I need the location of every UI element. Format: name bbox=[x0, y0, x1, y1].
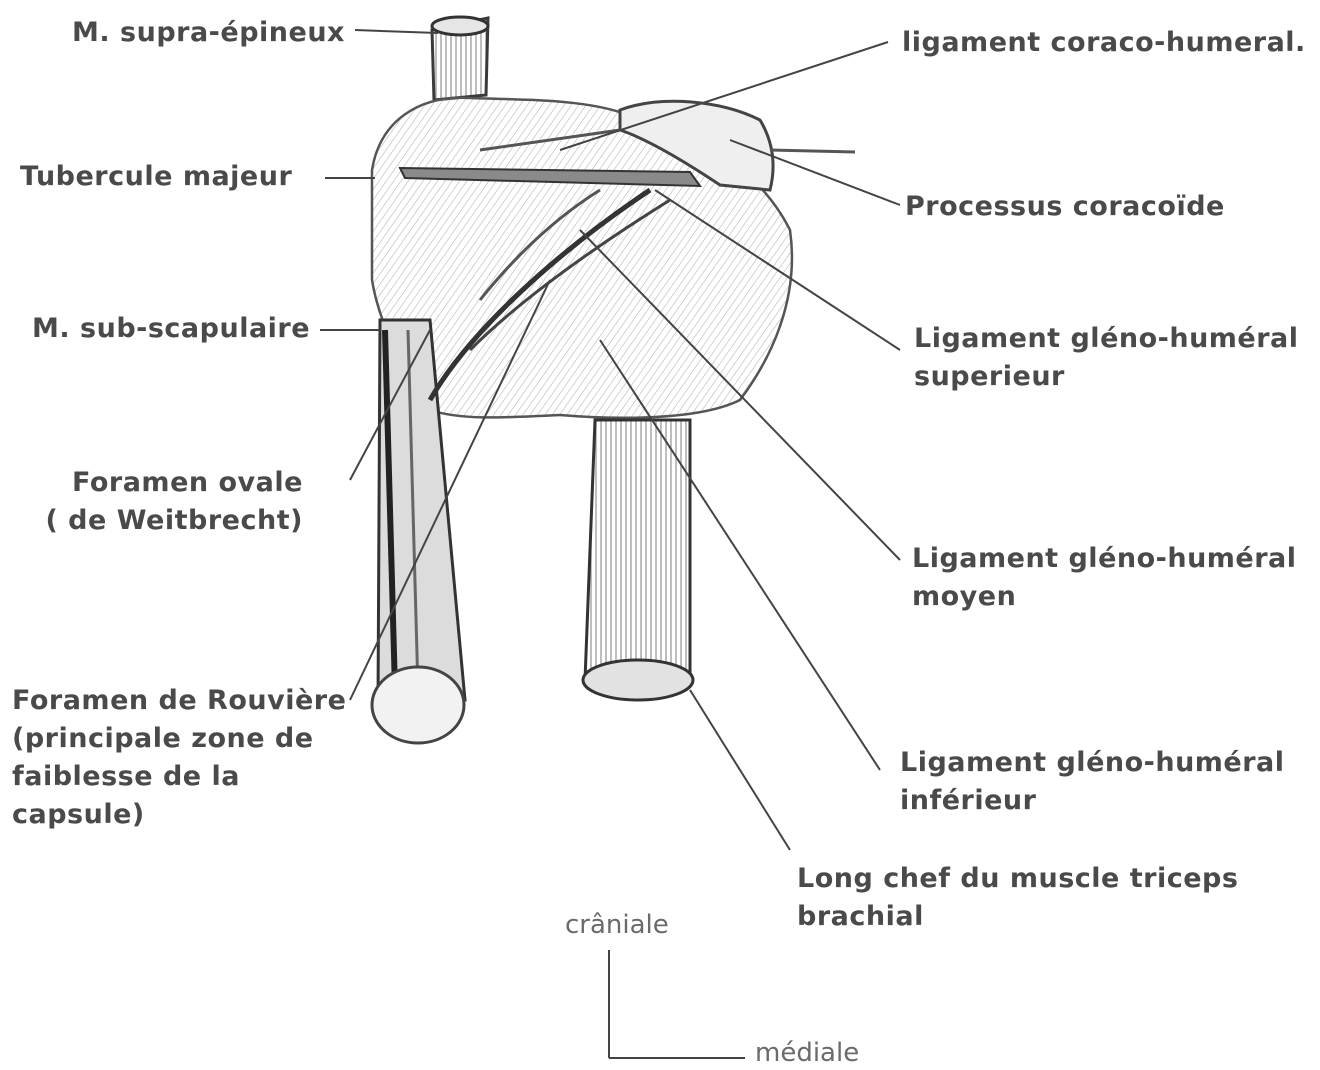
label-text: M. sub-scapulaire bbox=[32, 310, 310, 348]
label-text: ( de Weitbrecht) bbox=[40, 502, 303, 540]
label-text: Long chef du muscle triceps bbox=[797, 860, 1238, 898]
label-text: faiblesse de la bbox=[12, 758, 346, 796]
supraspinatus-tendon bbox=[432, 17, 488, 100]
label-text: Foramen ovale bbox=[40, 464, 303, 502]
label-text: Ligament gléno-huméral bbox=[914, 320, 1299, 358]
label-supra-epineux: M. supra-épineux bbox=[72, 14, 345, 52]
label-glh-inferieur: Ligament gléno-huméral inférieur bbox=[900, 744, 1285, 820]
label-text: ligament coraco-humeral. bbox=[902, 24, 1306, 62]
label-text: (principale zone de bbox=[12, 720, 346, 758]
label-text: M. supra-épineux bbox=[72, 14, 345, 52]
orientation-cranial-label: crâniale bbox=[565, 910, 669, 940]
label-text: capsule) bbox=[12, 796, 346, 834]
label-glh-moyen: Ligament gléno-huméral moyen bbox=[912, 540, 1297, 616]
label-text: Tubercule majeur bbox=[20, 158, 292, 196]
label-text: brachial bbox=[797, 898, 1238, 936]
label-sub-scapulaire: M. sub-scapulaire bbox=[32, 310, 310, 348]
label-coraco-humeral: ligament coraco-humeral. bbox=[902, 24, 1306, 62]
triceps-long-head bbox=[583, 420, 693, 700]
label-text: moyen bbox=[912, 578, 1297, 616]
label-text: Ligament gléno-huméral bbox=[900, 744, 1285, 782]
label-text: Ligament gléno-huméral bbox=[912, 540, 1297, 578]
label-text: Processus coracoïde bbox=[905, 188, 1225, 226]
label-tubercule-majeur: Tubercule majeur bbox=[20, 158, 292, 196]
label-text: Foramen de Rouvière bbox=[12, 682, 346, 720]
label-processus-coracoide: Processus coracoïde bbox=[905, 188, 1225, 226]
label-text: superieur bbox=[914, 358, 1299, 396]
label-text: inférieur bbox=[900, 782, 1285, 820]
label-foramen-rouviere: Foramen de Rouvière (principale zone de … bbox=[12, 682, 346, 834]
label-triceps: Long chef du muscle triceps brachial bbox=[797, 860, 1238, 936]
label-foramen-ovale: Foramen ovale ( de Weitbrecht) bbox=[40, 464, 303, 540]
orientation-medial-label: médiale bbox=[755, 1038, 859, 1068]
label-glh-superieur: Ligament gléno-huméral superieur bbox=[914, 320, 1299, 396]
orientation-axes bbox=[609, 950, 745, 1058]
